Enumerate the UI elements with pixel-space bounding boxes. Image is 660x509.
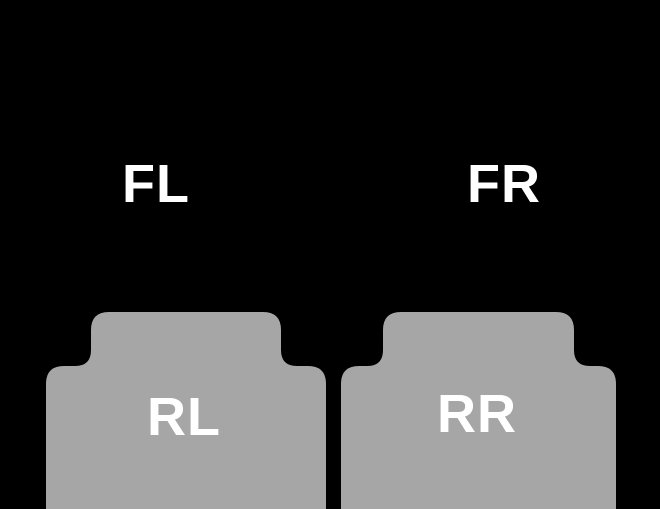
rear-left-mat-shape: [46, 312, 326, 509]
rear-left-mat-label: RL: [147, 387, 221, 447]
rear-right-mat-shape: [341, 312, 616, 509]
front-right-mat-label: FR: [467, 154, 541, 214]
rear-right-mat-label: RR: [437, 384, 517, 444]
front-left-mat-label: FL: [122, 154, 190, 214]
